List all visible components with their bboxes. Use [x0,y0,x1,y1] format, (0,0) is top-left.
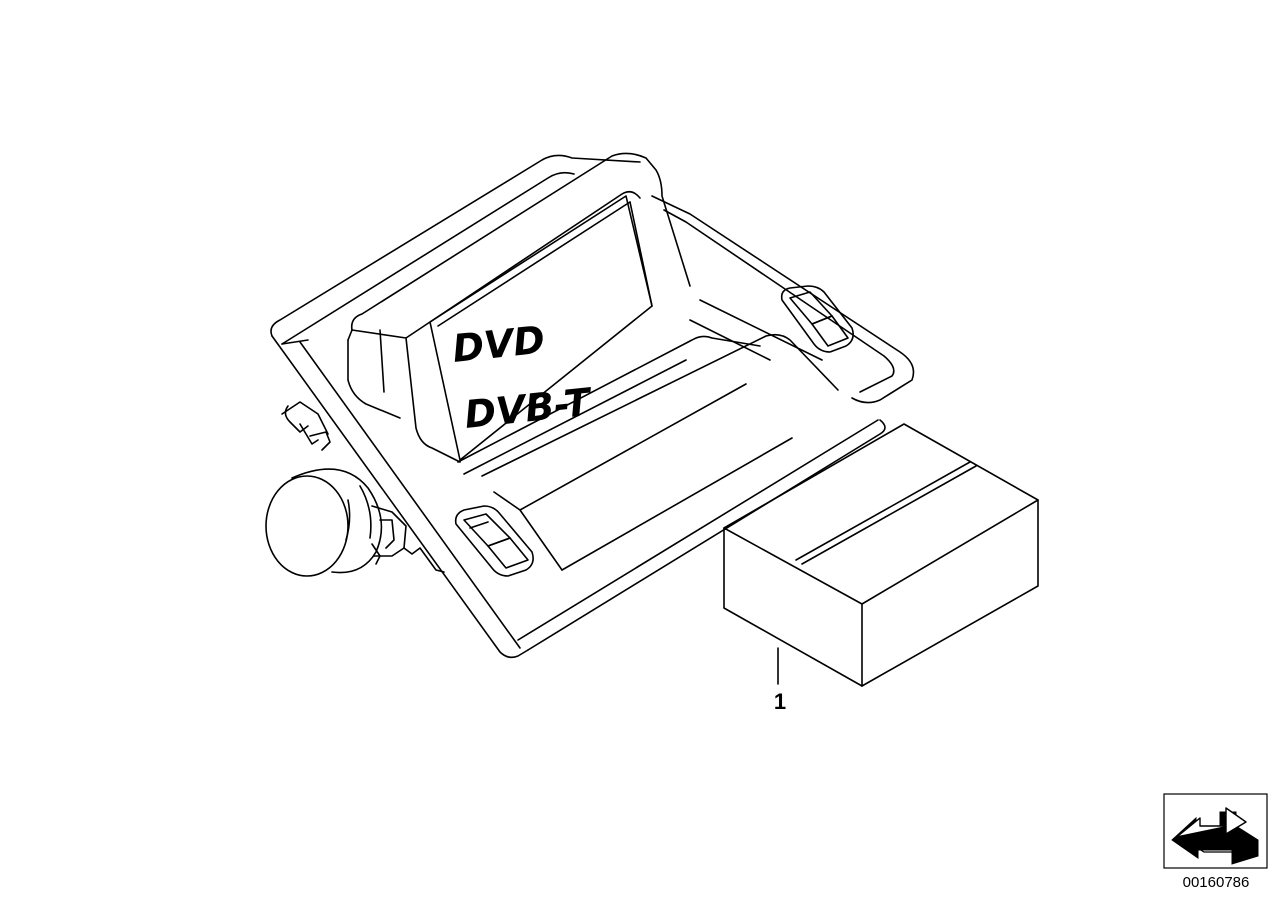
screen-label-dvd: DVD [450,318,547,371]
display-unit [347,152,691,463]
screen-label-dvbt: DVB-T [462,380,595,437]
orientation-arrow-icon [1163,793,1268,869]
rear-mechanism [281,401,445,573]
callout-number-1: 1 [774,689,786,714]
package-box [723,423,1039,687]
speaker-cylinder [265,468,383,577]
console-trim-frame [270,154,915,659]
diagram-reference-number: 00160786 [1183,874,1250,891]
air-vent-right [780,285,854,353]
air-vent-left [454,505,534,577]
display-screen [429,195,653,461]
